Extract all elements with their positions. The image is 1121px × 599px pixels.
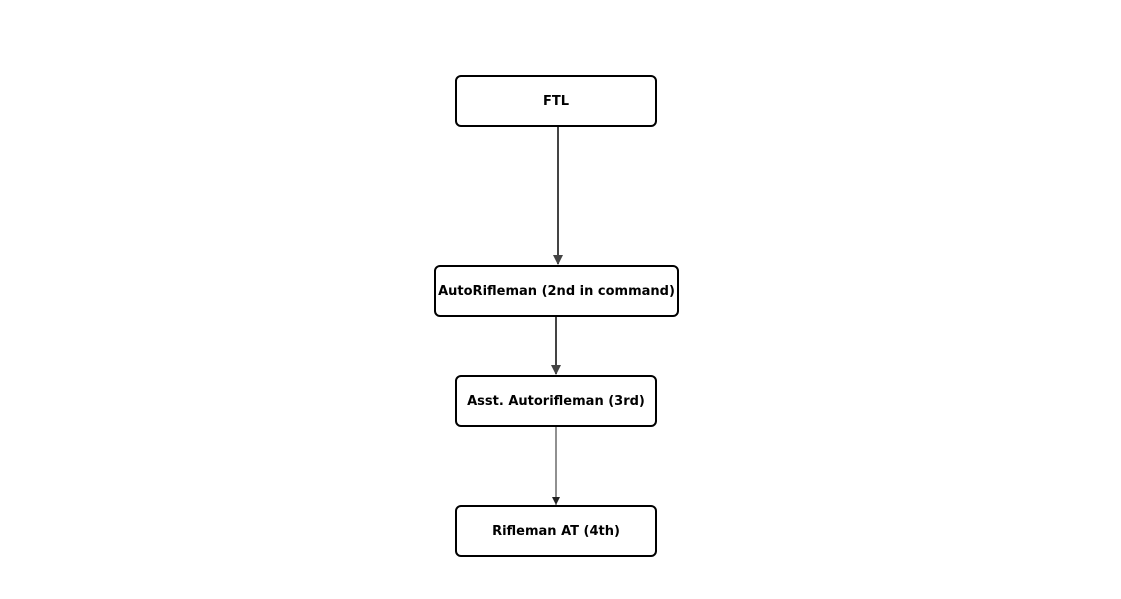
node-rifleman-at: Rifleman AT (4th) — [455, 505, 657, 557]
node-ftl: FTL — [455, 75, 657, 127]
node-autorifleman: AutoRifleman (2nd in command) — [434, 265, 679, 317]
node-asst-autorifleman: Asst. Autorifleman (3rd) — [455, 375, 657, 427]
node-ftl-label: FTL — [542, 93, 570, 109]
node-autorifleman-label: AutoRifleman (2nd in command) — [438, 283, 675, 299]
node-rifleman-at-label: Rifleman AT (4th) — [492, 523, 620, 539]
node-asst-autorifleman-label: Asst. Autorifleman (3rd) — [467, 393, 645, 409]
